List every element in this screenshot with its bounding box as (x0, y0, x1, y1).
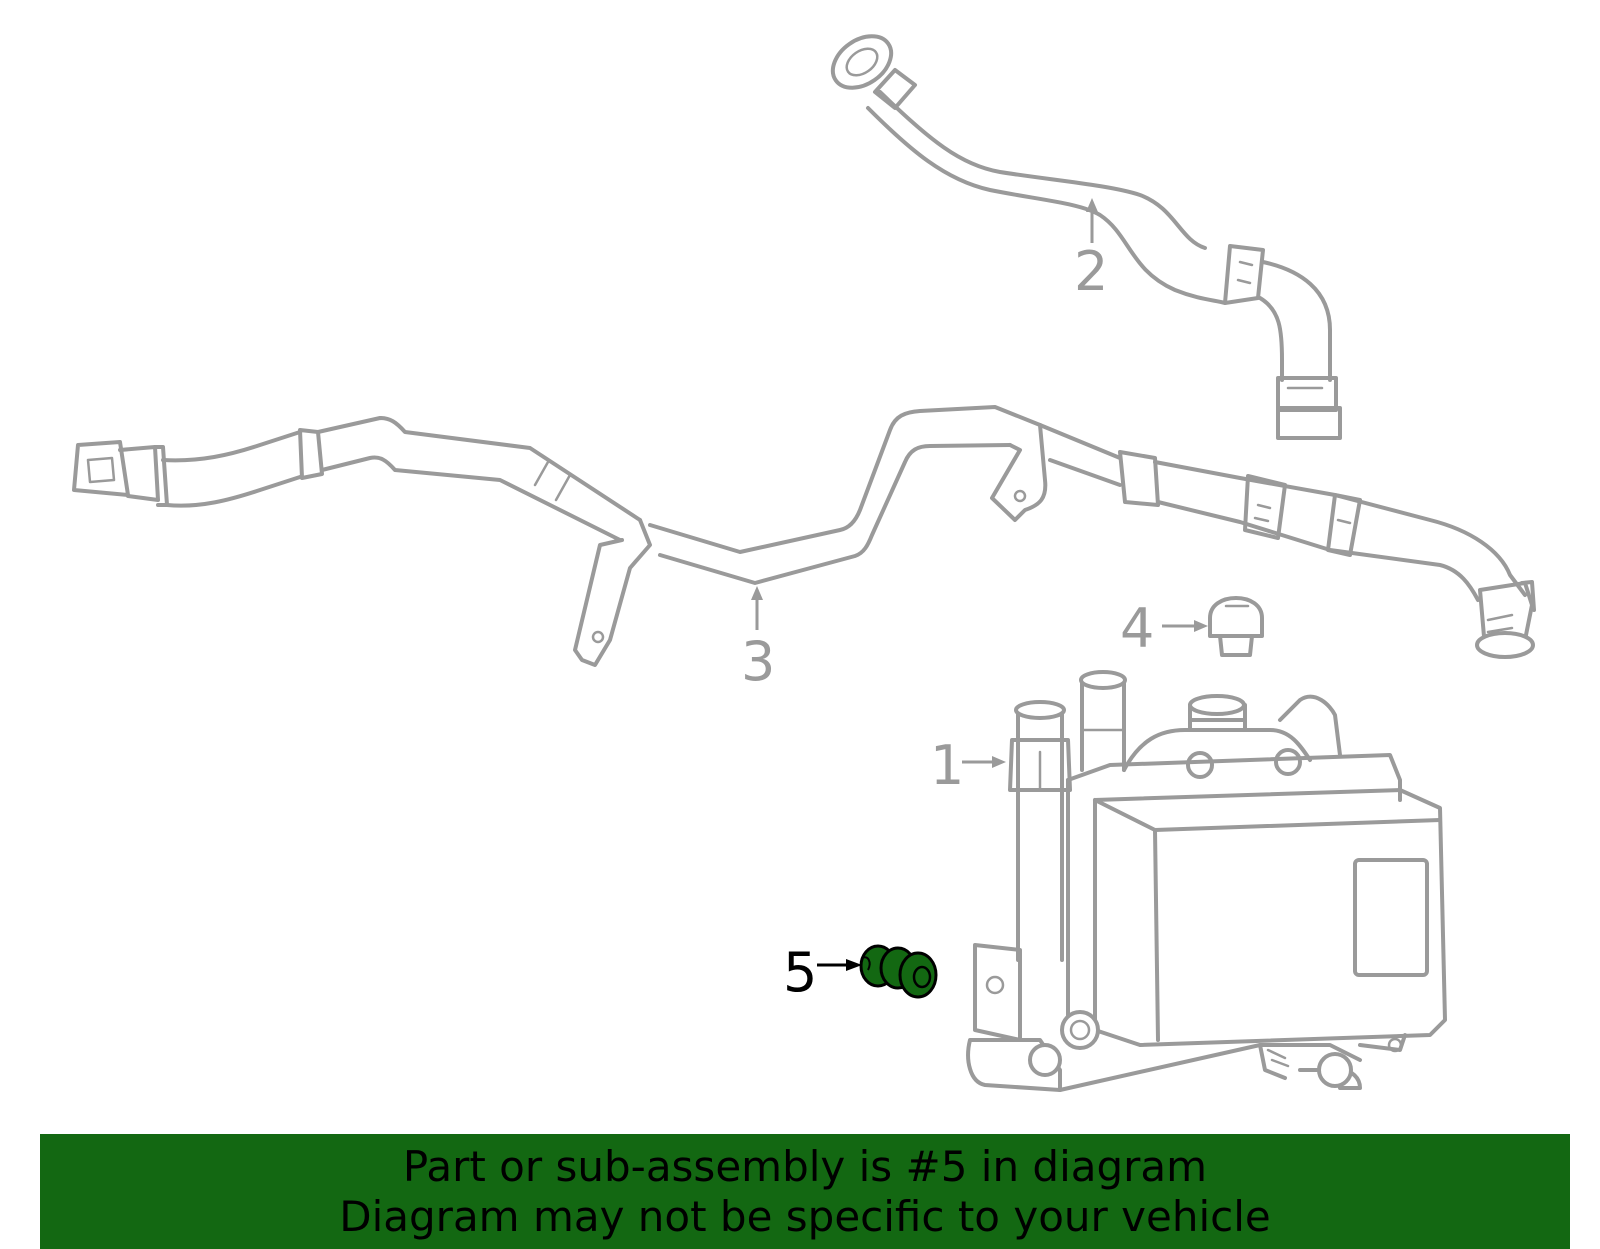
callout-2-label: 2 (1074, 240, 1108, 303)
callout-3-label: 3 (741, 630, 775, 693)
callout-5[interactable]: 5 (783, 941, 862, 1004)
callout-4-label: 4 (1120, 597, 1154, 660)
callout-3[interactable]: 3 (741, 586, 775, 693)
banner-line-1: Part or sub-assembly is #5 in diagram (402, 1142, 1208, 1191)
info-banner: Part or sub-assembly is #5 in diagram Di… (40, 1134, 1570, 1249)
part-3-hose[interactable] (72, 405, 1536, 667)
banner-line-2: Diagram may not be specific to your vehi… (339, 1192, 1271, 1241)
callout-4[interactable]: 4 (1120, 597, 1208, 660)
part-4-cap[interactable] (1208, 596, 1264, 657)
part-1-module[interactable] (966, 670, 1447, 1092)
callout-1[interactable]: 1 (930, 734, 1006, 797)
callout-2[interactable]: 2 (1074, 198, 1108, 303)
callout-1-label: 1 (930, 734, 964, 797)
callout-5-label: 5 (783, 941, 817, 1004)
part-5-grommet[interactable] (859, 944, 938, 999)
part-2-hose[interactable] (823, 26, 1342, 440)
